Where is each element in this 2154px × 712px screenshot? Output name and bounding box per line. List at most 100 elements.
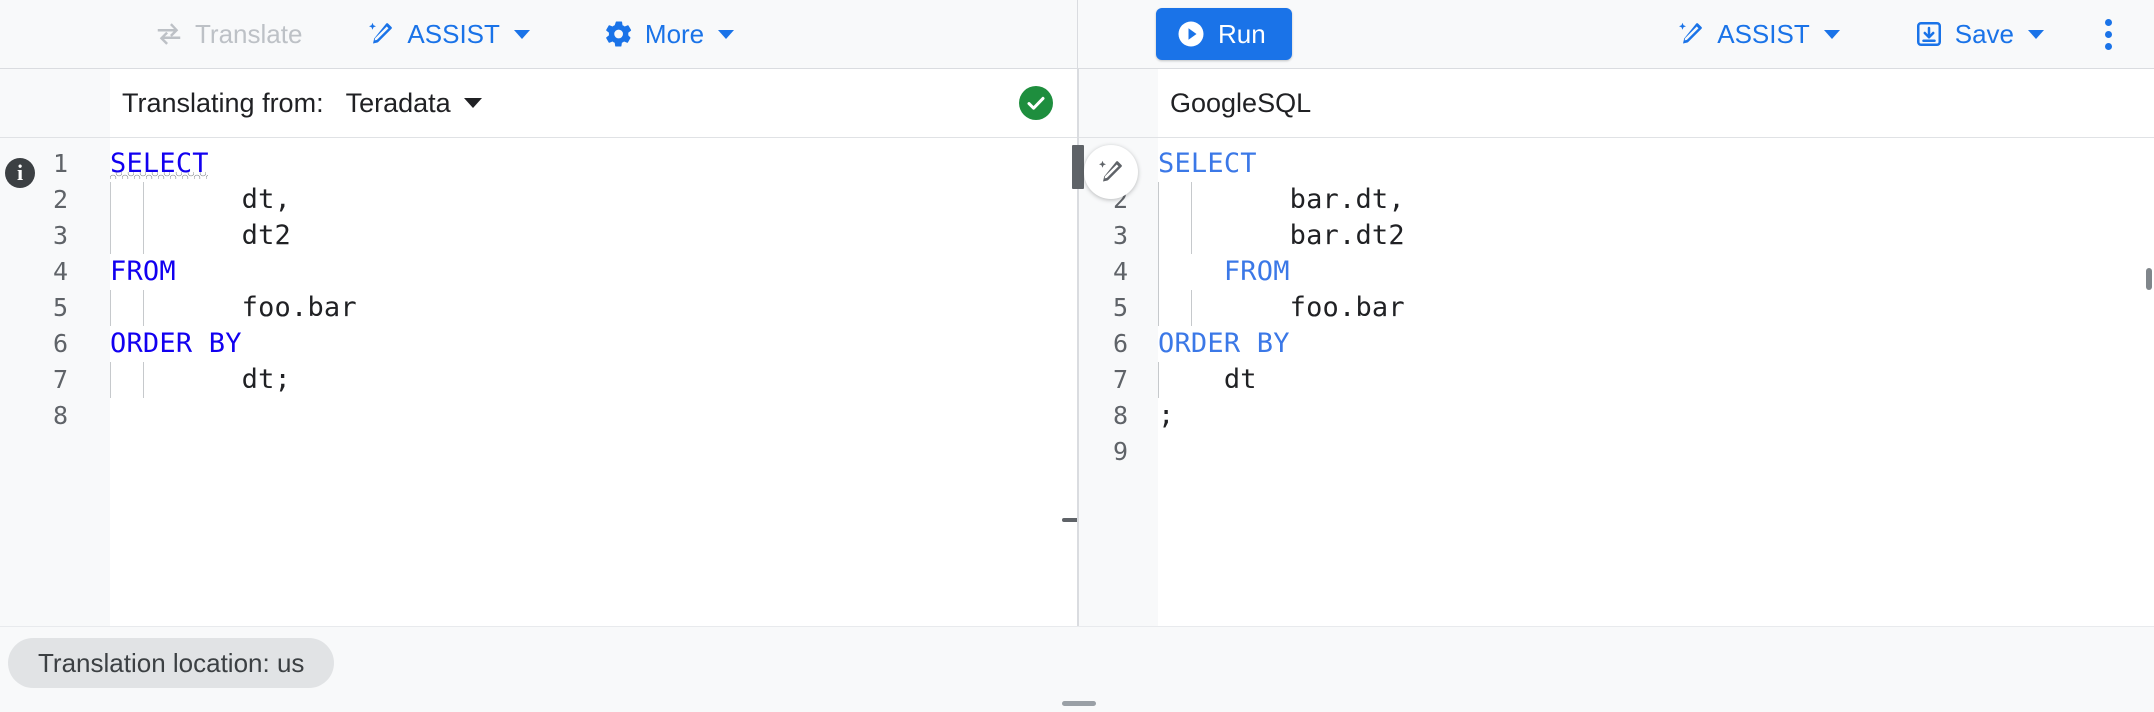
code-line: 7 dt; bbox=[0, 362, 1077, 398]
status-bar: Translation location: us bbox=[0, 626, 2154, 712]
code-text: SELECT bbox=[110, 146, 209, 182]
more-button[interactable]: More bbox=[590, 10, 748, 58]
sql-identifier: dt; bbox=[110, 364, 292, 395]
kebab-menu-icon bbox=[2104, 30, 2112, 38]
code-line: 4 FROM bbox=[1078, 254, 2154, 290]
run-button-label: Run bbox=[1218, 18, 1266, 49]
line-number: 9 bbox=[1112, 437, 1128, 466]
sql-identifier: bar.dt2 bbox=[1158, 220, 1405, 251]
translate-button-label: Translate bbox=[195, 18, 303, 49]
indent-guide bbox=[1191, 218, 1192, 254]
magic-wand-icon bbox=[366, 19, 396, 49]
code-text: ORDER BY bbox=[110, 326, 242, 362]
info-icon[interactable]: i bbox=[5, 158, 35, 188]
code-text: SELECT bbox=[1158, 146, 1257, 182]
code-line: 9 bbox=[1078, 434, 2154, 470]
indent-guide bbox=[143, 362, 144, 398]
indent-guide bbox=[1191, 290, 1192, 326]
assist-button-left[interactable]: ASSIST bbox=[352, 10, 543, 58]
chevron-down-icon bbox=[2028, 29, 2044, 39]
code-line: 3 dt2 bbox=[0, 218, 1077, 254]
gutter-background bbox=[0, 138, 110, 626]
panel-drag-handle[interactable] bbox=[1062, 701, 1096, 706]
horizontal-scrollbar[interactable] bbox=[1062, 518, 1077, 522]
kebab-menu-icon bbox=[2104, 42, 2112, 50]
indent-guide bbox=[1158, 218, 1159, 254]
sql-identifier: foo.bar bbox=[1158, 292, 1405, 323]
line-number: 8 bbox=[52, 401, 68, 430]
indent-guide bbox=[143, 182, 144, 218]
gear-icon bbox=[604, 19, 634, 49]
sql-identifier: foo.bar bbox=[110, 292, 357, 323]
indent-guide bbox=[143, 218, 144, 254]
splitter-line bbox=[1078, 69, 1079, 626]
source-dialect-selector[interactable]: Teradata bbox=[346, 88, 482, 119]
code-text: dt bbox=[1158, 362, 1257, 398]
line-number: 5 bbox=[52, 293, 68, 322]
code-line: 2 bar.dt, bbox=[1078, 182, 2154, 218]
save-download-icon bbox=[1914, 19, 1944, 49]
code-line: 8; bbox=[1078, 398, 2154, 434]
toolbar-left-group: Translate ASSIST More bbox=[0, 0, 1078, 68]
assist-button-right[interactable]: ASSIST bbox=[1662, 10, 1853, 58]
vertical-scrollbar[interactable] bbox=[2146, 268, 2152, 290]
source-dialect-value: Teradata bbox=[345, 87, 451, 118]
save-button-label: Save bbox=[1954, 18, 2014, 49]
indent-guide bbox=[1158, 182, 1159, 218]
source-pane-header: Translating from: Teradata bbox=[0, 69, 1077, 138]
indent-guide bbox=[1158, 290, 1159, 326]
run-button[interactable]: Run bbox=[1156, 8, 1292, 60]
magic-wand-fab-icon[interactable] bbox=[1084, 145, 1138, 199]
code-text: foo.bar bbox=[110, 290, 357, 326]
code-text: dt, bbox=[110, 182, 291, 218]
gutter-background bbox=[1078, 138, 1158, 626]
code-text: bar.dt, bbox=[1158, 182, 1405, 218]
line-number: 7 bbox=[1112, 365, 1128, 394]
toolbar-right-group: Run ASSIST bbox=[1078, 0, 2154, 68]
kebab-menu-icon bbox=[2104, 18, 2112, 26]
more-button-label: More bbox=[644, 18, 705, 49]
top-toolbar: Translate ASSIST More bbox=[0, 0, 2154, 69]
splitter-handle[interactable] bbox=[1072, 145, 1084, 189]
indent-guide bbox=[110, 182, 111, 218]
code-text: dt2 bbox=[110, 218, 291, 254]
sql-keyword: SELECT bbox=[1158, 148, 1257, 179]
chevron-down-icon bbox=[463, 98, 482, 108]
line-number: 3 bbox=[1112, 221, 1128, 250]
indent-guide bbox=[110, 290, 111, 326]
translate-button[interactable]: Translate bbox=[140, 10, 316, 58]
code-text: foo.bar bbox=[1158, 290, 1405, 326]
code-line: 7 dt bbox=[1078, 362, 2154, 398]
sql-identifier: dt, bbox=[110, 184, 292, 215]
overflow-menu-button[interactable] bbox=[2084, 10, 2132, 58]
sql-identifier: bar.dt, bbox=[1158, 184, 1405, 215]
magic-wand-icon bbox=[1676, 19, 1706, 49]
assist-button-right-label: ASSIST bbox=[1717, 18, 1810, 49]
code-text: FROM bbox=[110, 254, 176, 290]
indent-guide bbox=[143, 290, 144, 326]
code-text: FROM bbox=[1158, 254, 1290, 290]
indent-guide bbox=[1191, 182, 1192, 218]
sql-keyword: ORDER BY bbox=[110, 328, 242, 359]
sql-identifier: ; bbox=[1158, 400, 1175, 431]
sql-keyword: FROM bbox=[1158, 256, 1290, 287]
save-button[interactable]: Save bbox=[1900, 10, 2058, 58]
target-dialect-label: GoogleSQL bbox=[1170, 87, 1312, 118]
error-squiggle bbox=[110, 172, 208, 179]
indent-guide bbox=[1158, 254, 1159, 290]
sql-identifier: dt2 bbox=[110, 220, 292, 251]
code-line: 5 foo.bar bbox=[0, 290, 1077, 326]
line-number: 6 bbox=[1112, 329, 1128, 358]
